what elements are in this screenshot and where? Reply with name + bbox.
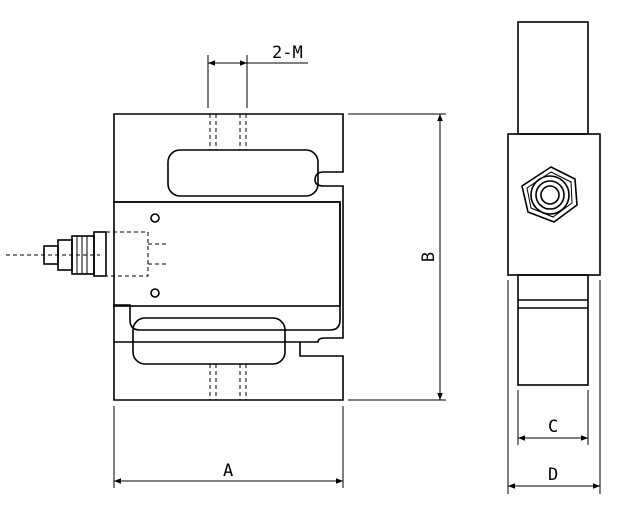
hex-nut-inner <box>526 171 573 218</box>
side-bottom-block <box>517 274 589 386</box>
hex-connector <box>521 166 578 223</box>
mount-hole-bottom <box>150 288 160 298</box>
connector-ring-mid <box>535 180 565 210</box>
connector-ring-inner <box>540 185 560 205</box>
side-top-block <box>517 21 589 135</box>
label-d: D <box>548 465 558 485</box>
mount-hole-top <box>150 213 160 223</box>
lower-body <box>113 342 344 401</box>
connector-ring-outer <box>530 175 570 215</box>
dim-b: B <box>348 113 446 401</box>
hex-nut-outer <box>521 166 578 223</box>
dim-2m: 2-M <box>207 43 308 108</box>
label-2m: 2-M <box>272 43 303 63</box>
label-a: A <box>223 461 233 481</box>
connector-nut <box>93 231 107 277</box>
s-body-outline <box>113 113 344 343</box>
label-c: C <box>548 417 558 437</box>
front-view: 2-M A B <box>6 43 446 488</box>
side-middle-block <box>507 133 601 276</box>
dim-c: C <box>517 390 589 445</box>
label-b: B <box>419 252 439 262</box>
middle-plate <box>113 201 341 307</box>
side-view: C D <box>507 21 601 494</box>
top-slot <box>167 149 319 197</box>
bottom-slot <box>132 317 286 365</box>
cable-connector <box>6 231 168 277</box>
dim-d: D <box>507 280 601 494</box>
dim-a: A <box>113 406 344 488</box>
connector-housing <box>105 231 149 277</box>
